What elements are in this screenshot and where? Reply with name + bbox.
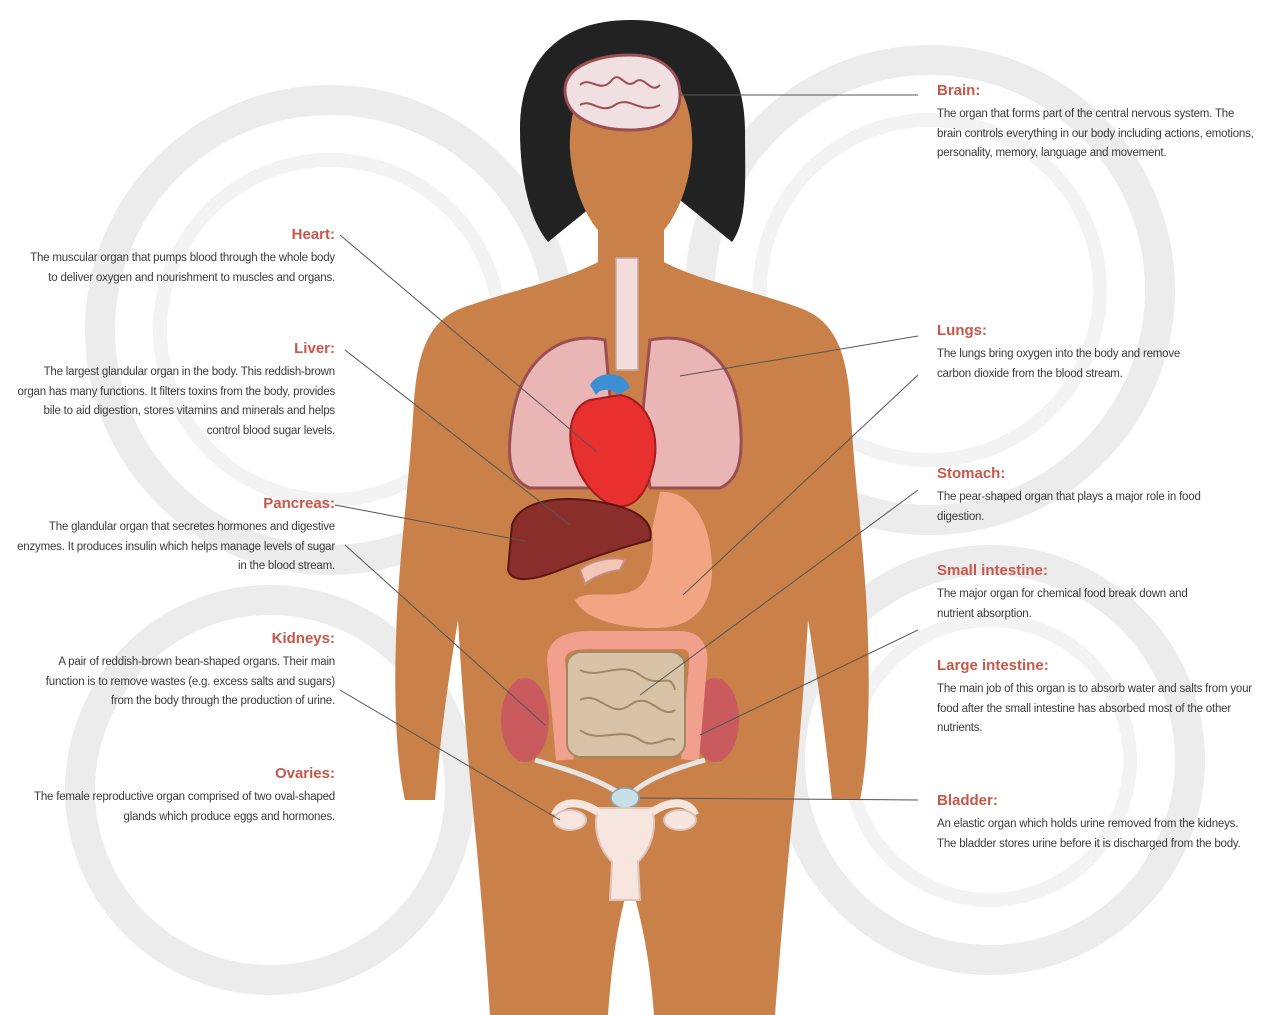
left-ovary [554,810,586,830]
brain [565,55,680,130]
pancreas-title: Pancreas: [15,495,335,512]
label-brain: Brain: The organ that forms part of the … [937,82,1257,164]
ovaries-title: Ovaries: [5,765,335,782]
label-stomach: Stomach: The pear-shaped organ that play… [937,465,1237,527]
large-intestine-title: Large intestine: [937,657,1252,674]
small-intestine [567,652,685,757]
label-kidneys: Kidneys: A pair of reddish-brown bean-sh… [35,630,335,712]
label-liver: Liver: The largest glandular organ in th… [15,340,335,441]
pancreas-description: The glandular organ that secretes hormon… [15,518,335,577]
large-intestine-description: The main job of this organ is to absorb … [937,680,1252,739]
label-lungs: Lungs: The lungs bring oxygen into the b… [937,322,1207,384]
kidneys-description: A pair of reddish-brown bean-shaped orga… [35,653,335,712]
small-intestine-title: Small intestine: [937,562,1227,579]
label-large-intestine: Large intestine: The main job of this or… [937,657,1252,739]
heart-title: Heart: [25,226,335,243]
label-heart: Heart: The muscular organ that pumps blo… [25,226,335,288]
kidneys-title: Kidneys: [35,630,335,647]
bladder-title: Bladder: [937,792,1247,809]
label-pancreas: Pancreas: The glandular organ that secre… [15,495,335,577]
stomach-title: Stomach: [937,465,1237,482]
bladder-description: An elastic organ which holds urine remov… [937,815,1247,854]
lungs-description: The lungs bring oxygen into the body and… [937,345,1207,384]
right-ovary [664,810,696,830]
left-kidney [501,678,549,762]
label-small-intestine: Small intestine: The major organ for che… [937,562,1227,624]
brain-description: The organ that forms part of the central… [937,105,1257,164]
small-intestine-description: The major organ for chemical food break … [937,585,1227,624]
label-ovaries: Ovaries: The female reproductive organ c… [5,765,335,827]
liver-title: Liver: [15,340,335,357]
liver-description: The largest glandular organ in the body.… [15,363,335,441]
label-bladder: Bladder: An elastic organ which holds ur… [937,792,1247,854]
trachea [616,258,638,370]
heart-description: The muscular organ that pumps blood thro… [25,249,335,288]
lungs-title: Lungs: [937,322,1207,339]
stomach-description: The pear-shaped organ that plays a major… [937,488,1237,527]
ovaries-description: The female reproductive organ comprised … [5,788,335,827]
bladder [611,788,639,808]
brain-title: Brain: [937,82,1257,99]
